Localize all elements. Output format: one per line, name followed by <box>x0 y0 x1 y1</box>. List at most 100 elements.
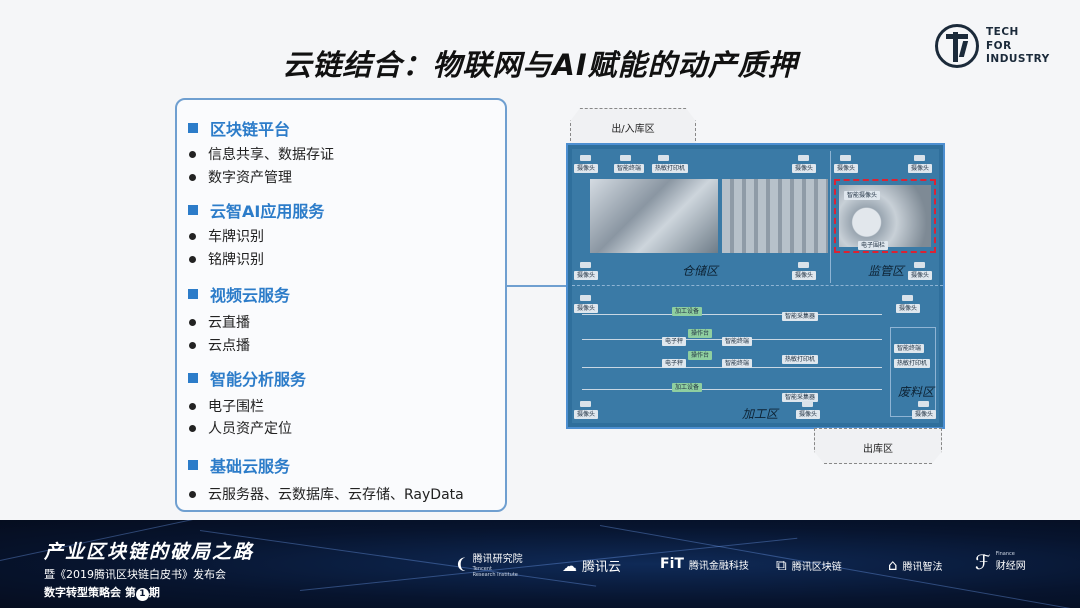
law-logo-icon: ⌂ <box>888 556 898 574</box>
chip-operator: 操作台 <box>688 329 713 338</box>
event-title: 产业区块链的破局之路 <box>44 541 255 563</box>
chip-camera: 摄像头 <box>792 164 817 173</box>
chip-processing-equipment: 加工设备 <box>672 307 703 316</box>
partner-finance: ℱ Finance 财经网 <box>975 550 1026 574</box>
chip-camera: 摄像头 <box>792 271 817 280</box>
chip-smart-camera: 智能摄像头 <box>844 191 881 200</box>
event-subtitle: 暨《2019腾讯区块链白皮书》发布会 <box>44 568 226 581</box>
partner-tencent-cloud: ☁腾讯云 <box>562 556 622 576</box>
list-item: 云点播 <box>189 335 250 355</box>
chip-electronic-scale: 电子秤 <box>662 359 687 368</box>
slide-canvas: 云链结合：物联网与AI赋能的动产质押 TECH FOR INDUSTRY 区块链… <box>175 22 1065 512</box>
chip-camera: 摄像头 <box>796 410 821 419</box>
list-item: 云直播 <box>189 312 250 332</box>
slide-title: 云链结合：物联网与AI赋能的动产质押 <box>282 48 798 82</box>
bullet-icon <box>189 232 196 240</box>
list-item: 电子围栏 <box>189 396 264 416</box>
square-bullet-icon <box>188 205 198 215</box>
camera-icon <box>802 401 813 407</box>
camera-icon <box>798 155 809 161</box>
chip-processing-equipment: 加工设备 <box>672 383 703 392</box>
bullet-icon <box>189 341 196 349</box>
printer-icon <box>658 155 669 161</box>
list-item: 云服务器、云数据库、云存储、RayData <box>189 484 464 504</box>
section-heading-infra: 基础云服务 <box>188 453 290 477</box>
chip-smart-collector: 智能采集器 <box>782 312 819 321</box>
list-item: 数字资产管理 <box>189 167 292 187</box>
section-heading-blockchain: 区块链平台 <box>188 116 290 140</box>
processing-area-label: 加工区 <box>742 407 779 421</box>
brand-wordmark: TECH FOR INDUSTRY <box>986 26 1050 65</box>
camera-icon <box>914 155 925 161</box>
camera-icon <box>580 262 591 268</box>
warehouse-map: 摄像头 智能终端 热敏打印机 摄像头 摄像头 摄像头 智能摄像头 电子围栏 摄像… <box>566 143 945 429</box>
connector-line <box>506 285 568 287</box>
chip-smart-terminal: 智能终端 <box>614 164 645 173</box>
tencent-research-logo-icon: ❨ <box>455 555 468 573</box>
square-bullet-icon <box>188 123 198 133</box>
chip-camera: 摄像头 <box>574 304 599 313</box>
chip-smart-terminal: 智能终端 <box>722 359 753 368</box>
chip-thermal-printer: 热敏打印机 <box>782 355 819 364</box>
chip-camera: 摄像头 <box>574 410 599 419</box>
chip-electronic-fence: 电子围栏 <box>858 241 889 250</box>
square-bullet-icon <box>188 373 198 383</box>
monitor-fence-box <box>834 179 936 253</box>
tech-for-industry-logo: TECH FOR INDUSTRY <box>935 22 1065 72</box>
chip-thermal-printer: 热敏打印机 <box>652 164 689 173</box>
list-item: 人员资产定位 <box>189 418 292 438</box>
waste-area-label: 废料区 <box>898 385 935 399</box>
waste-area-box <box>890 327 936 417</box>
square-bullet-icon <box>188 289 198 299</box>
bullet-icon <box>189 318 196 326</box>
terminal-icon <box>620 155 631 161</box>
section-heading-video: 视频云服务 <box>188 282 290 306</box>
partner-tencent-blockchain: ⧉腾讯区块链 <box>776 556 842 574</box>
camera-icon <box>798 262 809 268</box>
square-bullet-icon <box>188 460 198 470</box>
camera-icon <box>914 262 925 268</box>
bullet-icon <box>189 173 196 181</box>
section-heading-analytics: 智能分析服务 <box>188 366 306 390</box>
camera-icon <box>580 295 591 301</box>
steel-sheets-photo <box>722 179 828 253</box>
chip-camera: 摄像头 <box>574 164 599 173</box>
steel-coils-photo <box>590 179 718 253</box>
camera-icon <box>580 155 591 161</box>
chip-camera: 摄像头 <box>908 164 933 173</box>
chip-smart-collector: 智能采集器 <box>782 393 819 402</box>
bullet-icon <box>189 402 196 410</box>
list-item: 信息共享、数据存证 <box>189 144 334 164</box>
partner-tencent-law: ⌂腾讯智法 <box>888 556 943 574</box>
chip-smart-terminal: 智能终端 <box>722 337 753 346</box>
list-item: 车牌识别 <box>189 226 264 246</box>
blockchain-logo-icon: ⧉ <box>776 556 787 574</box>
chip-electronic-scale: 电子秤 <box>662 337 687 346</box>
brand-mark-icon <box>935 24 979 68</box>
services-panel: 区块链平台 信息共享、数据存证 数字资产管理 云智AI应用服务 车牌识别 铭牌识… <box>175 98 507 512</box>
cloud-icon: ☁ <box>562 556 577 575</box>
list-item: 铭牌识别 <box>189 249 264 269</box>
finance-logo-icon: ℱ <box>975 550 991 574</box>
chip-camera: 摄像头 <box>896 304 921 313</box>
chip-operator: 操作台 <box>688 351 713 360</box>
chip-smart-terminal: 智能终端 <box>894 344 925 353</box>
bullet-icon <box>189 150 196 158</box>
chip-camera: 摄像头 <box>574 271 599 280</box>
chip-camera: 摄像头 <box>834 164 859 173</box>
bullet-icon <box>189 255 196 263</box>
monitor-area-label: 监管区 <box>868 264 905 278</box>
chip-camera: 摄像头 <box>912 410 937 419</box>
bullet-icon <box>189 424 196 432</box>
storage-area-label: 仓储区 <box>682 264 719 278</box>
inbound-zone: 出/入库区 <box>570 108 696 146</box>
chip-camera: 摄像头 <box>908 271 933 280</box>
camera-icon <box>902 295 913 301</box>
bullet-icon <box>189 490 196 498</box>
fit-logo-icon: FiT <box>660 556 684 572</box>
camera-icon <box>918 401 929 407</box>
outbound-zone: 出库区 <box>814 428 942 464</box>
